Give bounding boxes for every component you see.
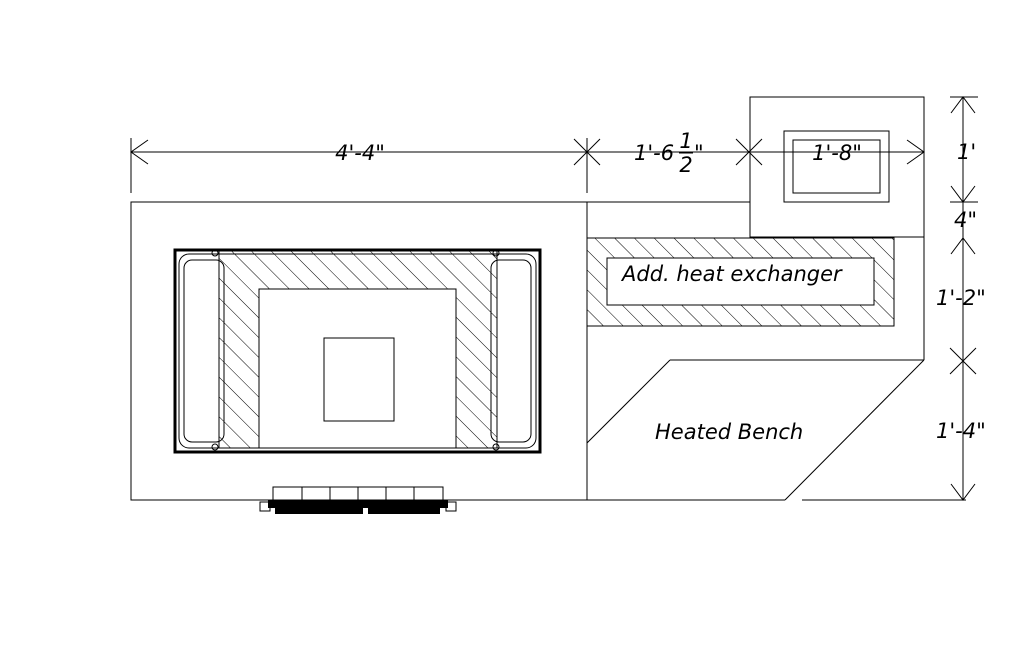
dimension-width-main: 4'-4" [335,141,385,165]
dimension-height-top: 1' [957,140,976,164]
dimension-width-chimney: 1'-8" [812,141,862,165]
dimension-height-gap: 4" [954,208,977,232]
dimension-width-mid-denominator: 2 [679,153,692,177]
dimension-height-bench: 1'-4" [936,419,986,443]
dimension-lines [130,96,978,501]
chimney [749,96,925,238]
dimension-height-exchanger: 1'-2" [936,286,986,310]
dimension-width-mid: 1'-6 [634,141,674,165]
door-handle-assembly [259,486,457,514]
stove-body [130,201,588,501]
heat-exchanger [586,237,895,327]
dimension-width-mid-tail: " [694,141,704,165]
bench-section [586,201,925,501]
label-heated-bench: Heated Bench [655,420,803,444]
dimension-width-mid-numerator: 1 [679,129,692,153]
label-heat-exchanger: Add. heat exchanger [620,262,843,286]
